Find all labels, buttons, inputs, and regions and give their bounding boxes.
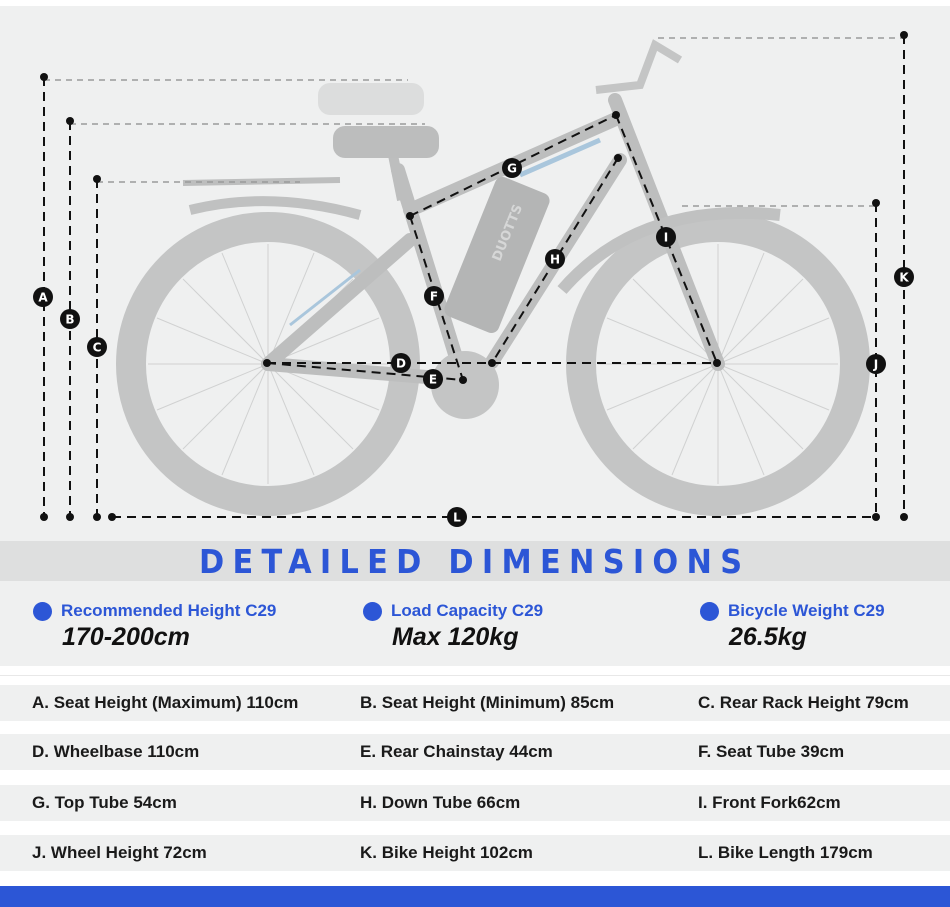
spec-row: A. Seat Height (Maximum) 110cm B. Seat H… bbox=[0, 685, 950, 721]
spec-cell: J. Wheel Height 72cm bbox=[32, 843, 207, 862]
info-label: Load Capacity C29 bbox=[391, 601, 544, 620]
marker-K: K bbox=[894, 267, 914, 287]
svg-text:H: H bbox=[550, 253, 560, 267]
info-value: Max 120kg bbox=[392, 623, 519, 651]
bike-dimension-diagram: DUOTTS bbox=[0, 6, 950, 541]
info-recommended-height: Recommended Height C29 170-200cm bbox=[33, 601, 276, 652]
key-specs-panel: Recommended Height C29 170-200cm Load Ca… bbox=[0, 581, 950, 666]
spec-cell: C. Rear Rack Height 79cm bbox=[698, 693, 909, 712]
spec-cell: A. Seat Height (Maximum) 110cm bbox=[32, 693, 299, 712]
marker-D: D bbox=[391, 353, 411, 373]
spec-row: G. Top Tube 54cm H. Down Tube 66cm I. Fr… bbox=[0, 785, 950, 821]
spec-cell: D. Wheelbase 110cm bbox=[32, 742, 200, 761]
spec-row: J. Wheel Height 72cm K. Bike Height 102c… bbox=[0, 835, 950, 871]
bike-illustration: DUOTTS bbox=[33, 31, 914, 527]
spec-cell: G. Top Tube 54cm bbox=[32, 793, 177, 812]
info-label: Bicycle Weight C29 bbox=[728, 601, 885, 620]
spec-cell: B. Seat Height (Minimum) 85cm bbox=[360, 693, 615, 712]
svg-text:L: L bbox=[453, 511, 461, 525]
marker-B: B bbox=[60, 309, 80, 329]
marker-G: G bbox=[502, 158, 522, 178]
marker-J: J bbox=[866, 354, 886, 374]
svg-text:G: G bbox=[507, 162, 517, 176]
svg-text:E: E bbox=[429, 373, 437, 387]
marker-L: L bbox=[447, 507, 467, 527]
spec-row: D. Wheelbase 110cm E. Rear Chainstay 44c… bbox=[0, 734, 950, 770]
svg-text:K: K bbox=[899, 271, 909, 285]
spec-cell: I. Front Fork62cm bbox=[698, 793, 841, 812]
info-value: 26.5kg bbox=[729, 623, 807, 651]
spec-cell: H. Down Tube 66cm bbox=[360, 793, 521, 812]
info-bicycle-weight: Bicycle Weight C29 26.5kg bbox=[700, 601, 885, 652]
bike-silhouette bbox=[116, 39, 870, 516]
marker-F: F bbox=[424, 286, 444, 306]
svg-text:C: C bbox=[93, 341, 102, 355]
marker-A: A bbox=[33, 287, 53, 307]
section-title-band: DETAILED DIMENSIONS bbox=[0, 541, 950, 581]
svg-text:D: D bbox=[396, 357, 406, 371]
svg-text:B: B bbox=[65, 313, 74, 327]
svg-text:I: I bbox=[664, 231, 668, 245]
svg-text:F: F bbox=[430, 290, 438, 304]
spec-cell: E. Rear Chainstay 44cm bbox=[360, 742, 553, 761]
info-label: Recommended Height C29 bbox=[61, 601, 277, 620]
spec-cell: L. Bike Length 179cm bbox=[698, 843, 873, 862]
marker-H: H bbox=[545, 249, 565, 269]
marker-E: E bbox=[423, 369, 443, 389]
marker-I: I bbox=[656, 227, 676, 247]
bullet-dot-icon bbox=[33, 601, 52, 621]
spec-cell: K. Bike Height 102cm bbox=[360, 843, 533, 862]
info-value: 170-200cm bbox=[62, 623, 190, 651]
divider bbox=[0, 675, 950, 676]
bullet-dot-icon bbox=[363, 601, 382, 621]
footer-accent-bar bbox=[0, 886, 950, 907]
svg-text:J: J bbox=[873, 358, 878, 372]
svg-text:A: A bbox=[38, 291, 48, 305]
spec-cell: F. Seat Tube 39cm bbox=[698, 742, 845, 761]
bullet-dot-icon bbox=[700, 601, 719, 621]
info-load-capacity: Load Capacity C29 Max 120kg bbox=[363, 601, 543, 652]
marker-C: C bbox=[87, 337, 107, 357]
section-title: DETAILED DIMENSIONS bbox=[199, 541, 751, 581]
